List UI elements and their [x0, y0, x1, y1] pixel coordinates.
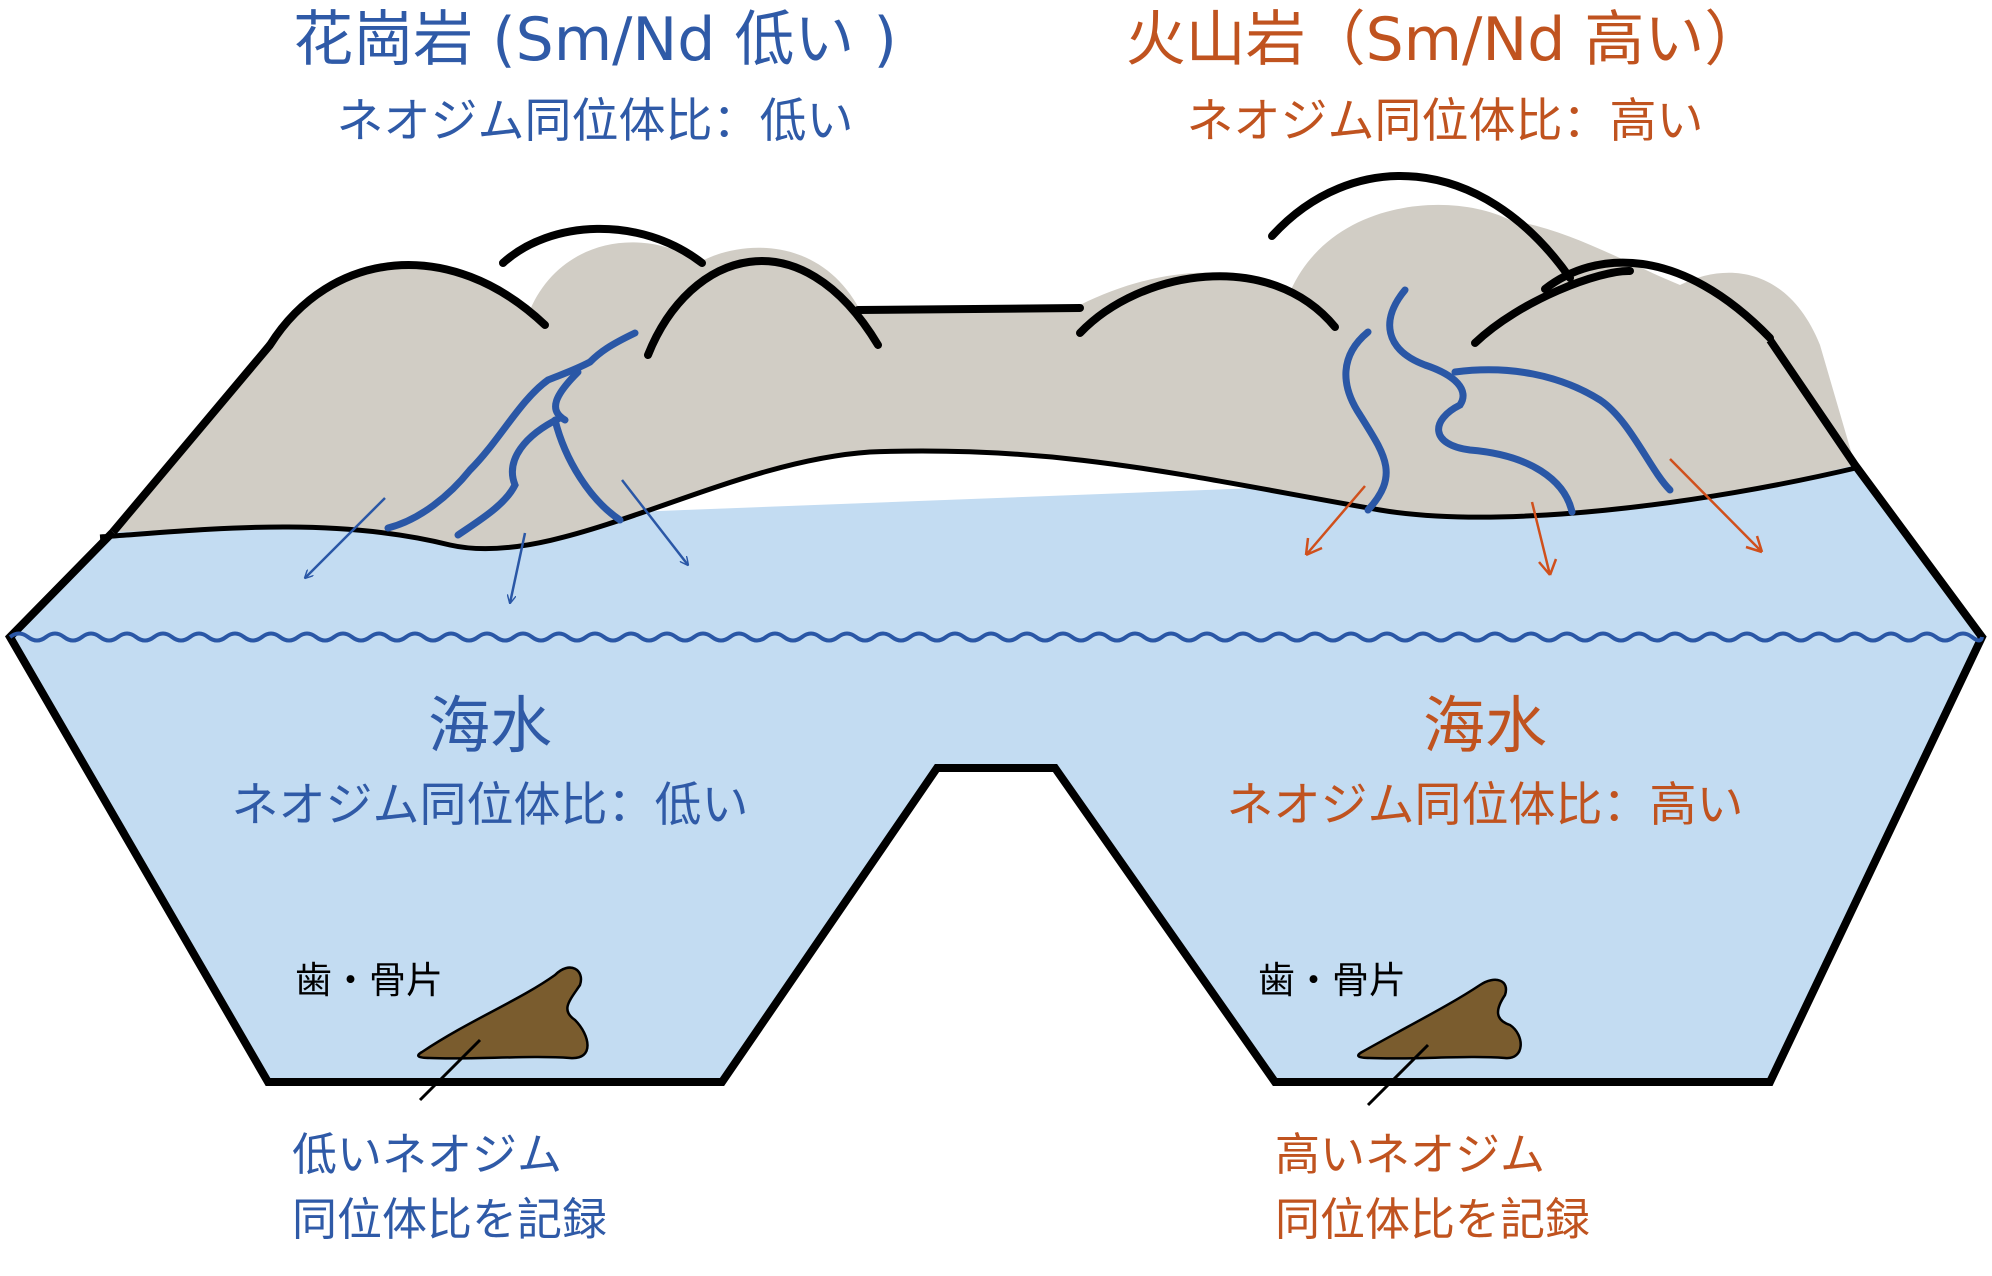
volcanic-title: 火山岩（Sm/Nd 高い） — [1125, 5, 1765, 75]
granite-title: 花崗岩 (Sm/Nd 低い ) — [293, 5, 897, 75]
rivers-volcanic — [1342, 286, 1674, 516]
tooth-bone-fragment-right — [1357, 978, 1522, 1060]
record-caption-right-line2: 同位体比を記録 — [1275, 1193, 1591, 1247]
record-caption-right-line1: 高いネオジム — [1275, 1128, 1546, 1181]
seawater-right-title: 海水 — [1422, 689, 1547, 762]
fragment-label-left: 歯・骨片 — [295, 959, 443, 1002]
fragment-label-right: 歯・骨片 — [1258, 959, 1406, 1002]
record-caption-left-line1: 低いネオジム — [292, 1128, 563, 1181]
granite-isotope-ratio: ネオジム同位体比：低い — [336, 94, 854, 149]
volcanic-isotope-ratio: ネオジム同位体比：高い — [1186, 94, 1704, 149]
water-basin — [10, 465, 1982, 1082]
shore-line — [99, 448, 1861, 552]
record-caption-right: 高いネオジム 同位体比を記録 — [1275, 1122, 1590, 1253]
runoff-arrows-low — [305, 479, 688, 603]
seawater-left-title: 海水 — [427, 689, 552, 762]
record-caption-left-line2: 同位体比を記録 — [292, 1193, 608, 1247]
basin-outline-left-top — [109, 342, 274, 535]
leader-line-right — [1366, 1043, 1430, 1107]
tooth-bone-fragment-left — [417, 966, 589, 1060]
seawater-right-ratio: ネオジム同位体比：高い — [1226, 778, 1744, 833]
record-caption-left: 低いネオジム 同位体比を記録 — [292, 1122, 607, 1253]
seawater-left-ratio: ネオジム同位体比：低い — [231, 778, 749, 833]
mountain-ridges — [266, 172, 1774, 359]
rock-terrain — [113, 204, 1855, 549]
runoff-arrows-high — [1304, 458, 1764, 576]
rivers-granite — [384, 329, 639, 539]
basin-outline — [5, 337, 1987, 1086]
leader-line-left — [418, 1038, 482, 1102]
sea-surface-wave — [8, 631, 1984, 643]
